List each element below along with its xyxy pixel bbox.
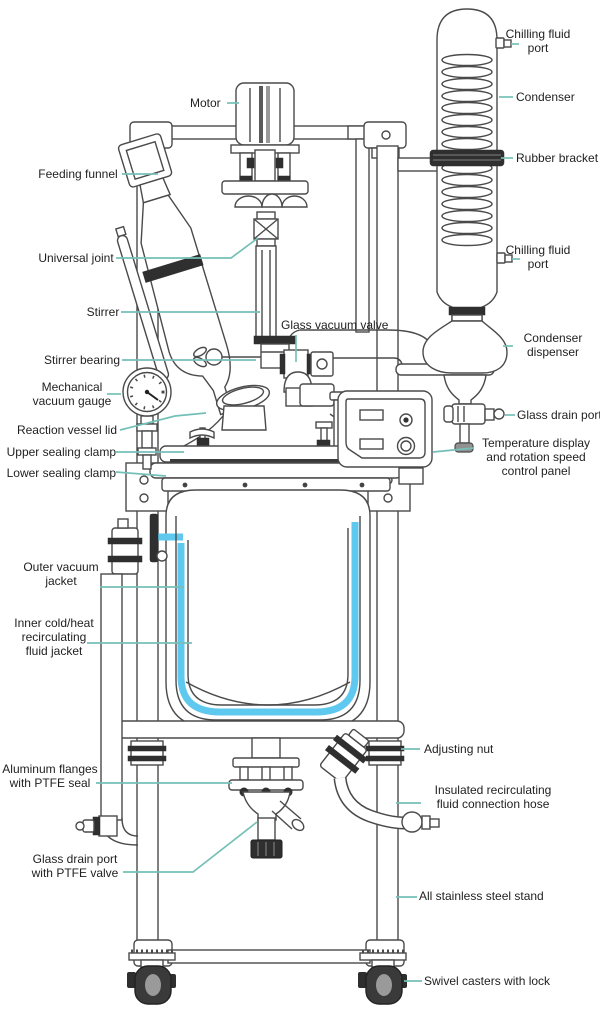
- label-stainless-steel-stand: All stainless steel stand: [419, 889, 544, 903]
- hose-connector-right: [401, 811, 440, 833]
- swivel-caster-left: [127, 949, 176, 1005]
- condenser: [429, 8, 513, 321]
- display-window-bottom: [359, 438, 384, 450]
- adjusting-nut-left: [127, 740, 167, 766]
- label-stirrer: Stirrer: [86, 305, 120, 319]
- label-lower-sealing-clamp: Lower sealing clamp: [6, 466, 116, 480]
- label-aluminum-flanges: Aluminum flanges with PTFE seal: [2, 762, 98, 790]
- hose-connector-left: [75, 815, 118, 837]
- motor: [221, 82, 309, 208]
- reaction-vessel: [149, 489, 371, 729]
- bottom-drain: [228, 737, 305, 859]
- label-insulated-hose: Insulated recirculating fluid connection…: [434, 783, 552, 811]
- label-condenser: Condenser: [516, 90, 575, 104]
- leader-lines: [87, 43, 520, 982]
- label-condenser-dispenser: Condenser dispenser: [523, 331, 583, 359]
- stirrer-bearing: [192, 335, 297, 369]
- label-mechanical-vacuum-gauge: Mechanical vacuum gauge: [32, 380, 112, 408]
- outer-vacuum-jacket: [175, 516, 361, 721]
- display-window-top: [359, 409, 384, 421]
- aluminum-flanges: [228, 757, 304, 797]
- label-outer-vacuum-jacket: Outer vacuum jacket: [23, 560, 99, 588]
- chilling-fluid-port-lower: [496, 252, 513, 264]
- swivel-caster-right: [358, 949, 407, 1005]
- label-glass-vacuum-valve: Glass vacuum valve: [281, 318, 389, 332]
- stirrer-shaft: [255, 245, 277, 341]
- mechanical-vacuum-gauge: [122, 367, 172, 449]
- label-chilling-fluid-port-lower: Chilling fluid port: [505, 243, 571, 271]
- temperature-control-panel: [337, 390, 433, 485]
- label-glass-drain-port: Glass drain port: [517, 408, 600, 422]
- left-hose: [75, 518, 143, 846]
- speed-knob: [396, 436, 416, 456]
- label-swivel-casters: Swivel casters with lock: [424, 974, 551, 988]
- sealing-clamps: [149, 421, 403, 492]
- condenser-dispenser: [395, 306, 508, 453]
- label-temperature-control-panel: Temperature display and rotation speed c…: [481, 436, 591, 478]
- label-motor: Motor: [190, 96, 221, 110]
- rubber-bracket: [429, 149, 505, 167]
- label-reaction-vessel-lid: Reaction vessel lid: [16, 423, 117, 437]
- label-universal-joint: Universal joint: [38, 251, 114, 265]
- label-adjusting-nut: Adjusting nut: [424, 742, 494, 756]
- label-feeding-funnel: Feeding funnel: [38, 167, 118, 181]
- inner-fluid-jacket: [177, 522, 359, 716]
- adjusting-nut-right: [365, 740, 405, 766]
- chilling-fluid-port-top: [495, 37, 512, 49]
- label-upper-sealing-clamp: Upper sealing clamp: [6, 445, 116, 459]
- label-stirrer-bearing: Stirrer bearing: [43, 353, 121, 367]
- label-rubber-bracket: Rubber bracket: [516, 151, 599, 165]
- insulated-hose-right: [319, 728, 440, 833]
- glass-drain-port: [443, 403, 505, 453]
- label-chilling-fluid-port-top: Chilling fluid port: [505, 27, 571, 55]
- ptfe-valve-knob: [250, 839, 283, 859]
- label-inner-fluid-jacket: Inner cold/heat recirculating fluid jack…: [14, 616, 94, 658]
- indicator-light: [399, 413, 413, 427]
- label-glass-drain-port-ptfe: Glass drain port with PTFE valve: [31, 852, 119, 880]
- universal-joint: [253, 211, 279, 247]
